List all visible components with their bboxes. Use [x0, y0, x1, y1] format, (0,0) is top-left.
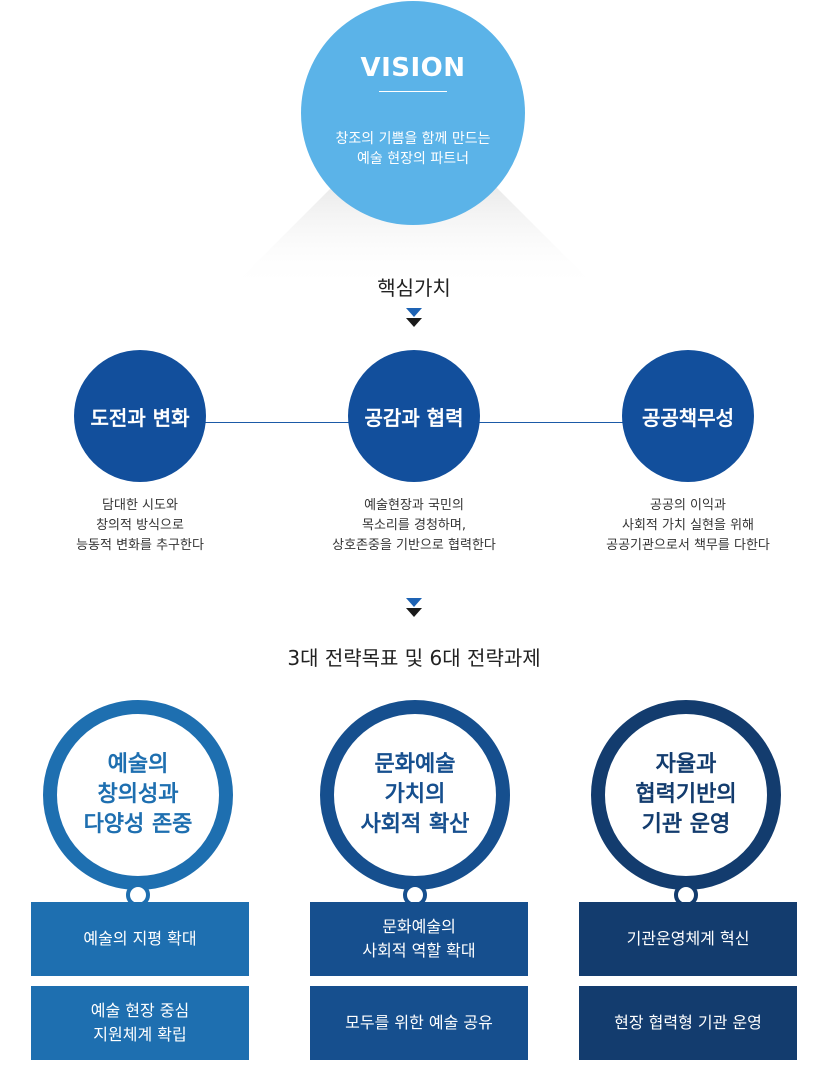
strategy-heading: 3대 전략목표 및 6대 전략과제 [287, 646, 541, 670]
vision-statement: 창조의 기쁨을 함께 만드는 예술 현장의 파트너 [335, 131, 491, 167]
strategic-task-1-2: 예술 현장 중심 지원체계 확립 [31, 986, 249, 1060]
down-arrow-icon [406, 308, 422, 327]
core-value-circle-challenge: 도전과 변화 [74, 350, 206, 482]
down-arrow-icon [406, 598, 422, 617]
strategic-goal-2: 문화예술 가치의 사회적 확산 [320, 700, 510, 890]
core-values-heading: 핵심가치 [377, 276, 451, 300]
strategic-task-3-1: 기관운영체계 혁신 [579, 902, 797, 976]
strategic-task-3-2: 현장 협력형 기관 운영 [579, 986, 797, 1060]
strategic-task-2-2: 모두를 위한 예술 공유 [310, 986, 528, 1060]
vision-divider [379, 91, 447, 92]
vision-circle: VISION 창조의 기쁨을 함께 만드는 예술 현장의 파트너 [301, 1, 525, 225]
core-value-circle-empathy: 공감과 협력 [348, 350, 480, 482]
strategic-goal-1: 예술의 창의성과 다양성 존중 [43, 700, 233, 890]
strategic-goal-3: 자율과 협력기반의 기관 운영 [591, 700, 781, 890]
core-value-desc-accountability: 공공의 이익과 사회적 가치 실현을 위해 공공기관으로서 책무를 다한다 [606, 498, 770, 553]
vision-title: VISION [360, 53, 466, 83]
strategic-task-2-1: 문화예술의 사회적 역할 확대 [310, 902, 528, 976]
strategic-task-1-1: 예술의 지평 확대 [31, 902, 249, 976]
core-value-desc-challenge: 담대한 시도와 창의적 방식으로 능동적 변화를 추구한다 [76, 498, 204, 553]
core-value-desc-empathy: 예술현장과 국민의 목소리를 경청하며, 상호존중을 기반으로 협력한다 [332, 498, 496, 553]
core-value-circle-accountability: 공공책무성 [622, 350, 754, 482]
